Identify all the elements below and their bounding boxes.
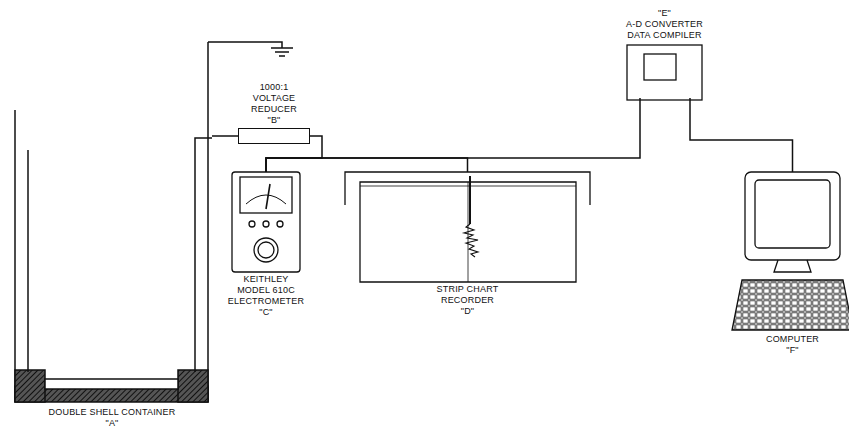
converter-drawing xyxy=(627,45,702,100)
device-label: "A" xyxy=(12,418,212,429)
inner-shell-wall xyxy=(194,150,196,372)
device-label: KEITHLEY MODEL 610C ELECTROMETER xyxy=(227,274,305,307)
label-block: DOUBLE SHELL CONTAINER"A" xyxy=(12,405,212,431)
label-block: KEITHLEY MODEL 610C ELECTROMETER"C" xyxy=(227,272,305,320)
device-label: "B" xyxy=(244,115,304,126)
device-label: "C" xyxy=(227,307,305,318)
device-label: STRIP CHART RECORDER xyxy=(423,284,513,306)
signal-wire xyxy=(266,158,468,172)
outer-shell-wall xyxy=(207,42,209,402)
device-outline xyxy=(12,110,212,405)
device-node: DOUBLE SHELL CONTAINER"A" xyxy=(12,110,212,431)
outer-shell-wall xyxy=(14,110,16,402)
label-block: STRIP CHART RECORDER"D" xyxy=(423,282,513,319)
reducer-box xyxy=(238,128,310,144)
device-label: "E" xyxy=(617,8,712,19)
device-label: COMPUTER xyxy=(748,334,838,345)
device-label: DOUBLE SHELL CONTAINER xyxy=(12,407,212,418)
device-outline xyxy=(345,172,590,282)
ground-wire xyxy=(208,42,282,48)
ground-symbol xyxy=(279,55,285,57)
device-node: KEITHLEY MODEL 610C ELECTROMETER"C" xyxy=(227,172,305,320)
ground-symbol xyxy=(271,47,293,49)
label-block: "E"A-D CONVERTER DATA COMPILER xyxy=(617,6,712,43)
insulator-block xyxy=(178,370,208,402)
device-label: 1000:1 VOLTAGE REDUCER xyxy=(244,82,304,115)
strip-chart-drawing xyxy=(345,172,590,282)
device-label: "D" xyxy=(423,306,513,317)
signal-wire xyxy=(690,98,793,172)
device-label: A-D CONVERTER DATA COMPILER xyxy=(617,19,712,41)
insulator-block xyxy=(15,370,45,402)
device-node: "E"A-D CONVERTER DATA COMPILER xyxy=(617,6,712,98)
inner-shell-wall xyxy=(27,150,29,372)
electrometer-drawing xyxy=(232,172,300,272)
signal-wire xyxy=(212,135,238,137)
device-node: STRIP CHART RECORDER"D" xyxy=(345,172,590,319)
computer-drawing xyxy=(732,172,849,330)
signal-wire xyxy=(195,138,212,150)
device-node: 1000:1 VOLTAGE REDUCER"B" xyxy=(238,80,310,144)
device-outline xyxy=(745,172,840,332)
label-block: COMPUTER"F" xyxy=(748,332,838,358)
inner-shell-floor xyxy=(45,379,178,389)
signal-wire xyxy=(266,98,640,172)
device-node: COMPUTER"F" xyxy=(745,172,840,358)
device-label: "F" xyxy=(748,345,838,356)
device-outline xyxy=(627,43,702,98)
ground-symbol xyxy=(275,51,289,53)
label-block: 1000:1 VOLTAGE REDUCER"B" xyxy=(244,80,304,128)
device-outline xyxy=(232,172,300,272)
